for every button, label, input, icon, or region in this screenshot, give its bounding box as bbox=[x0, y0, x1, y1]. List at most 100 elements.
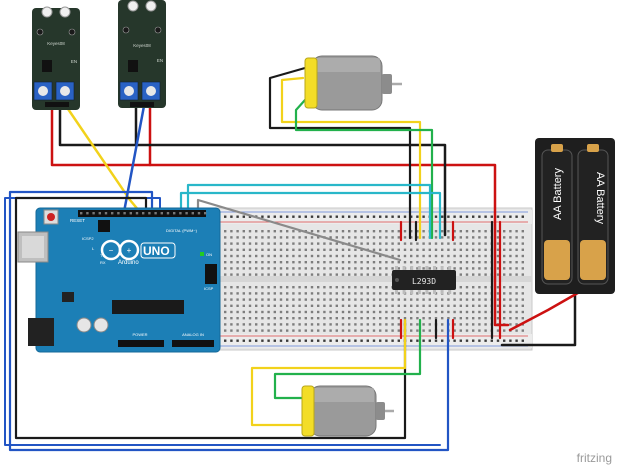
breadboard-hole bbox=[304, 323, 307, 326]
breadboard-hole bbox=[279, 254, 283, 258]
breadboard-hole bbox=[354, 267, 357, 270]
breadboard-hole bbox=[286, 230, 289, 233]
breadboard-hole bbox=[372, 236, 376, 239]
breadboard-hole bbox=[304, 310, 307, 314]
breadboard-hole bbox=[521, 310, 524, 314]
sensor-side-label: EN bbox=[157, 58, 163, 63]
breadboard-hole bbox=[397, 329, 400, 332]
breadboard-hole bbox=[292, 254, 295, 258]
breadboard-hole bbox=[379, 298, 382, 301]
breadboard-hole bbox=[323, 292, 326, 295]
breadboard-hole bbox=[335, 298, 338, 301]
breadboard-hole bbox=[416, 310, 419, 314]
sensor-ic bbox=[128, 60, 138, 72]
breadboard-hole bbox=[317, 286, 320, 289]
breadboard-hole bbox=[453, 261, 456, 264]
breadboard-hole bbox=[224, 286, 227, 289]
breadboard-hole bbox=[335, 323, 338, 326]
breadboard-hole bbox=[304, 286, 307, 289]
breadboard-hole bbox=[354, 304, 357, 307]
breadboard-hole bbox=[434, 215, 438, 218]
breadboard-hole bbox=[298, 298, 301, 301]
breadboard-hole bbox=[323, 215, 326, 218]
breadboard-hole bbox=[236, 298, 239, 301]
breadboard-hole bbox=[472, 292, 475, 295]
breadboard-hole bbox=[484, 339, 487, 342]
breadboard-hole bbox=[434, 254, 438, 258]
breadboard-hole bbox=[224, 323, 227, 326]
breadboard-hole bbox=[422, 339, 425, 342]
sensor-side-label: EN bbox=[71, 59, 77, 64]
breadboard-hole bbox=[360, 236, 363, 239]
breadboard-hole bbox=[279, 236, 283, 239]
breadboard-hole bbox=[348, 298, 351, 301]
breadboard-hole bbox=[391, 329, 394, 332]
breadboard-hole bbox=[279, 310, 283, 314]
chip-label: L293D bbox=[412, 277, 436, 286]
breadboard-hole bbox=[472, 323, 475, 326]
breadboard-hole bbox=[459, 236, 462, 239]
breadboard-hole bbox=[341, 292, 345, 295]
breadboard-hole bbox=[503, 273, 506, 276]
wire-red-battery bbox=[508, 288, 585, 332]
wire-cyan-input bbox=[186, 183, 432, 240]
breadboard-hole bbox=[360, 310, 363, 314]
breadboard-hole bbox=[348, 292, 351, 295]
breadboard-hole bbox=[459, 242, 462, 245]
header-pin bbox=[129, 212, 132, 215]
breadboard-hole bbox=[348, 261, 351, 264]
breadboard-hole bbox=[496, 254, 500, 258]
on-label: ON bbox=[206, 252, 212, 257]
breadboard-hole bbox=[230, 298, 233, 301]
breadboard-hole bbox=[335, 267, 338, 270]
breadboard-hole bbox=[459, 292, 462, 295]
breadboard-hole bbox=[230, 230, 233, 233]
breadboard-hole bbox=[354, 323, 357, 326]
breadboard-hole bbox=[348, 254, 351, 258]
breadboard-hole bbox=[484, 248, 487, 251]
breadboard-hole bbox=[416, 248, 419, 251]
breadboard-hole bbox=[416, 298, 419, 301]
breadboard-hole bbox=[496, 261, 500, 264]
breadboard-hole bbox=[465, 286, 469, 289]
breadboard-hole bbox=[521, 292, 524, 295]
breadboard-hole bbox=[354, 215, 357, 218]
breadboard-hole bbox=[329, 286, 332, 289]
breadboard-hole bbox=[335, 248, 338, 251]
breadboard-hole bbox=[261, 339, 264, 342]
breadboard-hole bbox=[410, 236, 413, 239]
breadboard-hole bbox=[273, 339, 276, 342]
breadboard-hole bbox=[348, 242, 351, 245]
breadboard-hole bbox=[434, 230, 438, 233]
breadboard-hole bbox=[273, 267, 276, 270]
breadboard-hole bbox=[397, 242, 400, 245]
breadboard-hole bbox=[465, 310, 469, 314]
breadboard-hole bbox=[348, 329, 351, 332]
breadboard-hole bbox=[273, 286, 276, 289]
wire-black-sensor-gnd bbox=[58, 101, 447, 237]
breadboard-hole bbox=[242, 236, 245, 239]
breadboard-hole bbox=[236, 329, 239, 332]
breadboard-hole bbox=[472, 236, 475, 239]
breadboard-hole bbox=[310, 261, 314, 264]
breadboard-hole bbox=[248, 292, 252, 295]
breadboard-hole bbox=[496, 292, 500, 295]
breadboard-hole bbox=[416, 304, 419, 307]
breadboard-hole bbox=[503, 242, 506, 245]
breadboard-hole bbox=[317, 304, 320, 307]
breadboard-hole bbox=[422, 215, 425, 218]
breadboard-hole bbox=[317, 236, 320, 239]
breadboard-hole bbox=[379, 304, 382, 307]
breadboard-hole bbox=[410, 248, 413, 251]
breadboard-hole bbox=[360, 254, 363, 258]
chip-pin bbox=[402, 266, 406, 270]
breadboard-hole bbox=[385, 323, 388, 326]
breadboard-hole bbox=[248, 248, 252, 251]
breadboard-hole bbox=[403, 261, 407, 264]
breadboard-hole bbox=[348, 230, 351, 233]
breadboard-hole bbox=[441, 215, 444, 218]
breadboard-hole bbox=[273, 230, 276, 233]
breadboard-hole bbox=[329, 248, 332, 251]
breadboard-hole bbox=[379, 242, 382, 245]
